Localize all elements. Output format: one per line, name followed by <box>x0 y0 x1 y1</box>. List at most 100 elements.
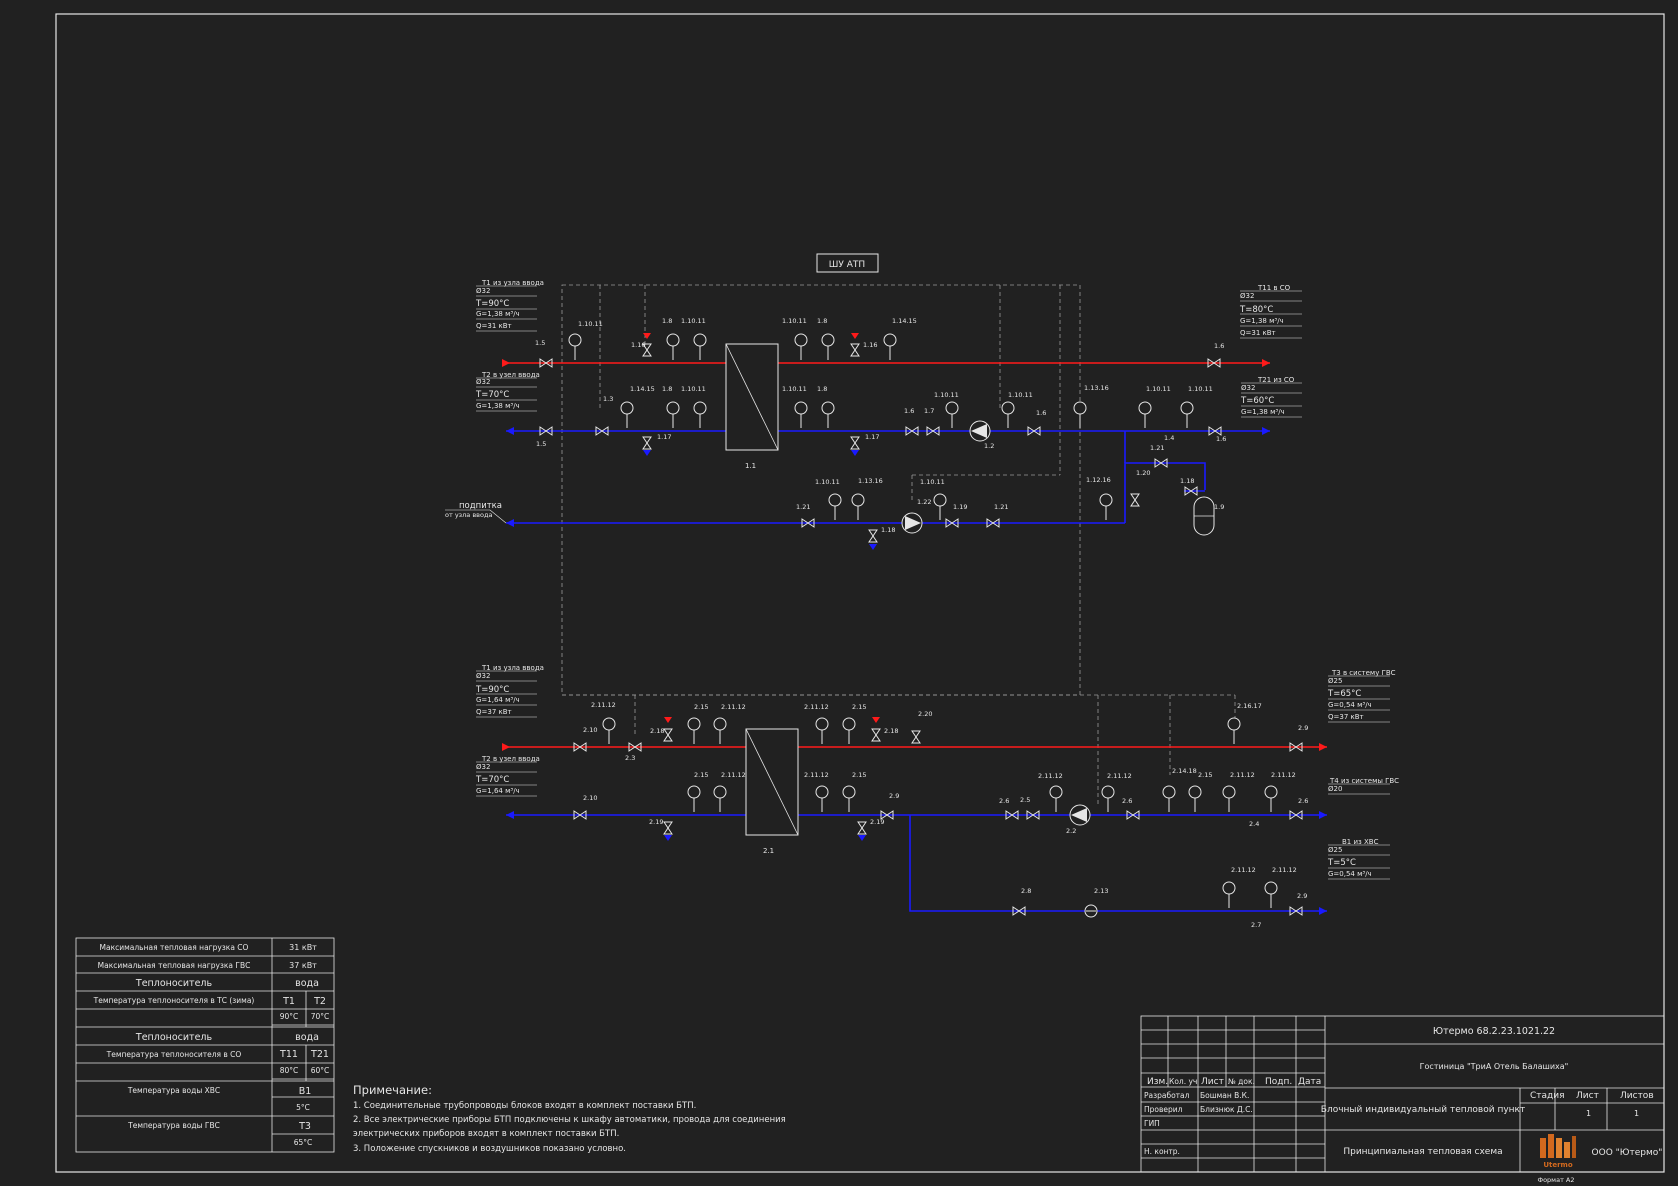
svg-text:2.11.12: 2.11.12 <box>1230 771 1255 779</box>
svg-text:31 кВт: 31 кВт <box>289 943 317 952</box>
svg-text:1.5: 1.5 <box>536 440 546 448</box>
svg-text:1.14.15: 1.14.15 <box>630 385 655 393</box>
svg-text:G=0,54 м³/ч: G=0,54 м³/ч <box>1328 870 1372 878</box>
summary-table-text: Максимальная тепловая нагрузка СО 31 кВт… <box>93 943 330 1147</box>
svg-text:Н. контр.: Н. контр. <box>1144 1147 1180 1156</box>
svg-text:Температура теплоносителя в ТС: Температура теплоносителя в ТС (зима) <box>93 996 255 1005</box>
svg-text:1.14.15: 1.14.15 <box>892 317 917 325</box>
makeup-sublabel: от узла ввода <box>445 511 492 519</box>
svg-text:вода: вода <box>295 978 319 989</box>
svg-text:Температура теплоносителя в СО: Температура теплоносителя в СО <box>106 1050 242 1059</box>
svg-text:1.10.11: 1.10.11 <box>1146 385 1171 393</box>
svg-text:Т1 из узла ввода: Т1 из узла ввода <box>481 279 544 287</box>
svg-text:G=0,54 м³/ч: G=0,54 м³/ч <box>1328 701 1372 709</box>
svg-text:2.11.12: 2.11.12 <box>1231 866 1256 874</box>
svg-text:1.10.11: 1.10.11 <box>782 385 807 393</box>
svg-text:2.10: 2.10 <box>583 794 597 802</box>
svg-text:Ø25: Ø25 <box>1328 677 1342 685</box>
svg-text:Примечание:: Примечание: <box>353 1083 432 1097</box>
svg-text:2.11.12: 2.11.12 <box>1107 772 1132 780</box>
svg-text:В1 из ХВС: В1 из ХВС <box>1342 838 1379 846</box>
svg-text:Ø32: Ø32 <box>476 672 490 680</box>
svg-text:Т=70°C: Т=70°C <box>475 775 509 785</box>
svg-text:1.2: 1.2 <box>984 442 994 450</box>
svg-text:Utermo: Utermo <box>1543 1161 1573 1169</box>
svg-text:Близнюк Д.С.: Близнюк Д.С. <box>1200 1105 1253 1114</box>
svg-text:1.12.16: 1.12.16 <box>1086 476 1111 484</box>
svg-text:80°C: 80°C <box>280 1066 299 1075</box>
heat-exchanger-2 <box>745 728 799 836</box>
svg-text:2.6: 2.6 <box>1122 797 1132 805</box>
svg-text:1.18: 1.18 <box>881 526 895 534</box>
svg-text:G=1,38 м³/ч: G=1,38 м³/ч <box>476 402 520 410</box>
svg-text:1: 1 <box>1634 1109 1639 1118</box>
svg-text:Т2: Т2 <box>313 996 326 1007</box>
svg-text:Т=90°C: Т=90°C <box>475 685 509 695</box>
svg-text:Кол. уч: Кол. уч <box>1169 1077 1197 1086</box>
svg-text:1.18: 1.18 <box>1180 477 1194 485</box>
svg-text:70°C: 70°C <box>311 1012 330 1021</box>
svg-text:65°C: 65°C <box>294 1138 313 1147</box>
svg-text:1.10.11: 1.10.11 <box>920 478 945 486</box>
svg-text:Лист: Лист <box>1201 1077 1224 1087</box>
svg-text:2.13: 2.13 <box>1094 887 1108 895</box>
flow-arrows <box>502 333 1327 915</box>
svg-text:Ø32: Ø32 <box>476 378 490 386</box>
control-cabinet-label: ШУ АТП <box>829 260 865 270</box>
svg-text:Температура воды ГВС: Температура воды ГВС <box>127 1121 220 1130</box>
svg-text:1.19: 1.19 <box>953 503 967 511</box>
svg-text:Проверил: Проверил <box>1144 1105 1183 1114</box>
svg-text:1: 1 <box>1586 1109 1591 1118</box>
meter-icon <box>1084 904 1098 918</box>
svg-text:G=1,38 м³/ч: G=1,38 м³/ч <box>1241 408 1285 416</box>
svg-text:Стадия: Стадия <box>1530 1091 1565 1101</box>
svg-text:1.21: 1.21 <box>994 503 1008 511</box>
svg-text:1.7: 1.7 <box>924 407 934 415</box>
svg-text:Т=5°C: Т=5°C <box>1327 858 1356 868</box>
svg-text:Принципиальная тепловая схема: Принципиальная тепловая схема <box>1343 1147 1502 1157</box>
svg-text:1.8: 1.8 <box>662 317 672 325</box>
svg-text:1.6: 1.6 <box>1216 435 1226 443</box>
svg-text:Т21 из СО: Т21 из СО <box>1257 376 1295 384</box>
svg-text:2.4: 2.4 <box>1249 820 1259 828</box>
svg-text:2.9: 2.9 <box>1298 724 1308 732</box>
svg-text:Разработал: Разработал <box>1144 1091 1190 1100</box>
svg-text:ГИП: ГИП <box>1144 1119 1160 1128</box>
svg-text:Т2 в узел ввода: Т2 в узел ввода <box>481 755 540 763</box>
svg-text:2.2: 2.2 <box>1066 827 1076 835</box>
svg-text:2.5: 2.5 <box>1020 796 1030 804</box>
feed-block-t3-gvs: Т3 в систему ГВС Ø25 Т=65°C G=0,54 м³/ч … <box>1327 669 1396 721</box>
svg-text:Q=37 кВт: Q=37 кВт <box>476 708 512 716</box>
svg-text:1.10.11: 1.10.11 <box>782 317 807 325</box>
svg-text:2.15: 2.15 <box>852 771 866 779</box>
svg-text:1. Соединительные трубопроводы: 1. Соединительные трубопроводы блоков вх… <box>353 1101 696 1111</box>
svg-text:1.9: 1.9 <box>1214 503 1224 511</box>
svg-text:G=1,64 м³/ч: G=1,64 м³/ч <box>476 787 520 795</box>
pump-icon <box>969 420 991 442</box>
svg-text:2.18: 2.18 <box>650 727 664 735</box>
svg-text:3. Положение спускников и возд: 3. Положение спускников и воздушников по… <box>353 1144 626 1154</box>
svg-text:1.17: 1.17 <box>865 433 879 441</box>
feed-block-t21-co: Т21 из СО Ø32 Т=60°C G=1,38 м³/ч <box>1240 376 1295 416</box>
svg-text:Т=90°C: Т=90°C <box>475 299 509 309</box>
svg-text:2.15: 2.15 <box>694 703 708 711</box>
svg-text:2.7: 2.7 <box>1251 921 1261 929</box>
expansion-tank-icon <box>1193 496 1215 536</box>
svg-text:Q=31 кВт: Q=31 кВт <box>1240 329 1276 337</box>
svg-text:2.18: 2.18 <box>884 727 898 735</box>
svg-text:Т11: Т11 <box>279 1049 298 1060</box>
svg-text:1.17: 1.17 <box>657 433 671 441</box>
feed-block-t2-gvs: Т2 в узел ввода Ø32 Т=70°C G=1,64 м³/ч <box>475 755 540 795</box>
svg-text:1.20: 1.20 <box>1136 469 1150 477</box>
svg-text:Ø20: Ø20 <box>1328 785 1342 793</box>
svg-text:G=1,38 м³/ч: G=1,38 м³/ч <box>476 310 520 318</box>
svg-text:2.14.18: 2.14.18 <box>1172 767 1197 775</box>
svg-text:1.4: 1.4 <box>1164 434 1174 442</box>
svg-text:G=1,38 м³/ч: G=1,38 м³/ч <box>1240 317 1284 325</box>
heat-exchanger-1 <box>725 343 779 451</box>
svg-text:1.8: 1.8 <box>817 385 827 393</box>
svg-text:2.11.12: 2.11.12 <box>721 771 746 779</box>
svg-text:1.8: 1.8 <box>817 317 827 325</box>
svg-text:Формат А2: Формат А2 <box>1537 1176 1574 1184</box>
svg-text:1.6: 1.6 <box>904 407 914 415</box>
